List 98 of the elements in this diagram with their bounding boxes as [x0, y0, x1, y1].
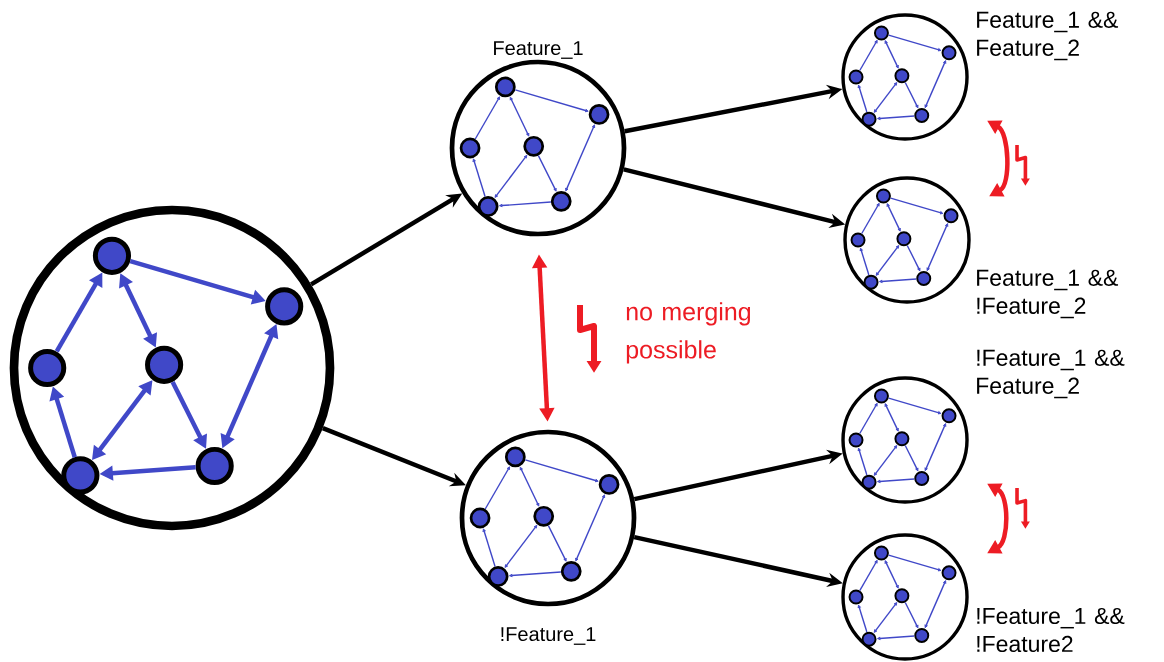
graph-vertex — [504, 446, 526, 468]
arrow — [877, 635, 915, 641]
circle-label: Feature_1 && !Feature_2 — [977, 269, 1119, 319]
arrow — [565, 124, 596, 192]
arrow — [887, 34, 942, 52]
graph-vertex — [875, 188, 891, 204]
graph-vertex — [848, 69, 864, 85]
arrow — [575, 494, 606, 562]
arrow — [884, 40, 899, 69]
graph-vertex — [943, 208, 959, 224]
graph-vertex — [941, 565, 957, 581]
graph-vertex — [28, 348, 67, 388]
graph-vertex — [848, 432, 864, 448]
graph-vertex — [896, 231, 912, 247]
graph-vertex — [941, 408, 957, 424]
arrow — [924, 423, 947, 472]
circle-label: !Feature_1 && !Feature2 — [977, 607, 1125, 653]
arrow — [879, 278, 917, 284]
graph-vertex — [92, 236, 132, 275]
arrow — [509, 96, 530, 137]
arrow — [924, 580, 947, 629]
arrow — [861, 202, 880, 235]
arrow — [547, 524, 567, 562]
graph-vertex — [550, 190, 572, 212]
arrow — [524, 459, 599, 483]
graph-vertex — [850, 232, 866, 248]
graph-vertex — [873, 545, 889, 561]
arrow — [514, 89, 589, 113]
graph-vertex — [523, 135, 545, 157]
arrow — [857, 447, 868, 476]
arrow — [873, 602, 898, 633]
graph-circle — [9, 205, 335, 531]
arrow — [924, 60, 947, 109]
graph-vertex — [469, 507, 491, 529]
arrow — [859, 559, 878, 592]
graph-vertex — [494, 76, 516, 98]
graph-vertex — [533, 505, 555, 527]
graph-vertex — [861, 474, 877, 490]
graph-vertex — [477, 196, 499, 217]
graph-vertex — [598, 474, 620, 495]
arrow — [884, 560, 899, 589]
graph-vertex — [914, 627, 930, 643]
arrow — [509, 571, 562, 578]
graph-vertex — [894, 68, 910, 84]
arrow — [926, 223, 949, 272]
graph-vertex — [265, 287, 304, 326]
arrow — [859, 247, 870, 276]
graph-vertex — [588, 104, 610, 125]
graph-vertex — [914, 470, 930, 486]
graph-vertex — [861, 631, 877, 647]
graph-vertex — [916, 270, 932, 286]
circle-label: !Feature_1 && Feature_2 — [977, 349, 1125, 399]
arrow — [519, 466, 540, 507]
arrow — [887, 397, 942, 415]
graph-vertex — [941, 45, 957, 61]
arrow — [889, 197, 944, 215]
arrow — [906, 244, 921, 272]
arrow — [859, 39, 878, 72]
arrow — [875, 245, 900, 276]
graph-vertex — [863, 274, 879, 290]
arrow — [904, 81, 919, 109]
arrow — [859, 402, 878, 435]
arrow — [504, 524, 538, 568]
arrow — [877, 115, 915, 121]
graph-vertex — [459, 137, 481, 159]
graph-vertex — [894, 431, 910, 447]
graph-vertex — [861, 111, 877, 127]
arrow — [884, 403, 899, 432]
graph-vertex — [487, 566, 509, 587]
graph-vertex — [848, 589, 864, 605]
arrow — [857, 604, 868, 633]
arrow — [499, 201, 552, 208]
circle-label: Feature_1 && Feature_2 — [977, 11, 1119, 61]
graph-vertex — [894, 588, 910, 604]
graph-vertex — [195, 446, 234, 486]
graph-vertex — [145, 345, 184, 384]
arrow — [904, 444, 919, 472]
circle-label: !Feature_1 — [501, 627, 596, 645]
arrow — [484, 466, 511, 510]
arrow — [472, 158, 486, 198]
arrow — [873, 445, 898, 476]
arrow — [904, 601, 919, 629]
arrow — [474, 96, 501, 140]
arrow — [886, 203, 901, 232]
graph-vertex — [560, 560, 582, 582]
arrow — [482, 528, 496, 568]
graph-vertex — [873, 25, 889, 41]
arrow — [873, 82, 898, 113]
graph-vertex — [61, 456, 100, 495]
graph-vertex — [873, 388, 889, 404]
graph-vertex — [914, 107, 930, 123]
arrow — [857, 84, 868, 113]
circle-label: Feature_1 — [494, 41, 583, 59]
arrow — [887, 554, 942, 572]
arrow — [537, 154, 557, 192]
arrow — [877, 478, 915, 484]
arrow — [494, 154, 528, 198]
note-text: no merging possible — [626, 302, 751, 364]
